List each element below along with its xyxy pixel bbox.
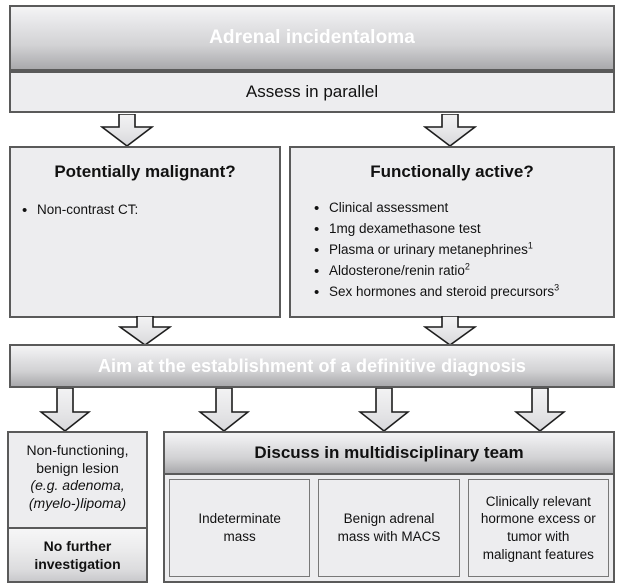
functionally-active-box: Functionally active? Clinical assessment… [289, 146, 615, 318]
no-further-investigation-line-1: No further [43, 538, 112, 554]
list-item: Non-contrast CT: [22, 199, 279, 222]
down-block-arrow-icon [39, 388, 91, 432]
functionally-active-bullet-list: Clinical assessment 1mg dexamethasone te… [291, 197, 613, 304]
down-block-arrow-icon [100, 114, 154, 147]
mdt-box: Discuss in multidisciplinary team Indete… [163, 431, 615, 583]
list-item: Plasma or urinary metanephrines1 [314, 239, 613, 262]
down-block-arrow-icon [423, 316, 477, 346]
no-further-investigation-panel: No further investigation [7, 527, 148, 583]
mdt-cell-line-2: hormone excess or [480, 511, 596, 527]
list-item: Clinical assessment [314, 197, 613, 220]
assess-in-parallel-bar: Assess in parallel [9, 71, 615, 113]
mdt-cell-hormone-excess: Clinically relevant hormone excess or tu… [467, 479, 609, 577]
outcome-line-2: benign lesion [36, 459, 119, 476]
mdt-header: Discuss in multidisciplinary team [165, 433, 613, 475]
outcome-line-1: Non-functioning, [26, 442, 129, 458]
mdt-cell-line-2: mass with MACS [337, 529, 441, 544]
mdt-cell-line-4: malignant features [482, 546, 594, 562]
list-item: Sex hormones and steroid precursors3 [314, 281, 613, 304]
potentially-malignant-heading: Potentially malignant? [54, 162, 236, 181]
outcome-line-3: (e.g. adenoma, [30, 477, 125, 493]
down-block-arrow-icon [118, 316, 172, 346]
list-item: Aldosterone/renin ratio2 [314, 260, 613, 283]
no-further-investigation-line-2: investigation [34, 556, 121, 573]
potentially-malignant-bullet-list: Non-contrast CT: [11, 199, 279, 222]
mdt-heading: Discuss in multidisciplinary team [254, 443, 524, 462]
aim-bar-label: Aim at the establishment of a definitive… [97, 355, 527, 376]
mdt-cell-indeterminate: Indeterminate mass [169, 479, 311, 577]
down-block-arrow-icon [514, 388, 566, 432]
mdt-cell-line-3: tumor with [507, 529, 570, 544]
down-block-arrow-icon [358, 388, 410, 432]
mdt-cell-line-1: Indeterminate [198, 511, 281, 527]
outcome-line-4: (myelo-)lipoma) [28, 494, 127, 511]
aim-bar: Aim at the establishment of a definitive… [9, 344, 615, 388]
assess-in-parallel-label: Assess in parallel [245, 82, 379, 102]
list-item: 1mg dexamethasone test [314, 218, 613, 241]
mdt-cell-line-1: Benign adrenal [343, 511, 435, 527]
title-box: Adrenal incidentaloma [9, 5, 615, 71]
down-block-arrow-icon [198, 388, 250, 432]
page-title: Adrenal incidentaloma [209, 27, 415, 48]
mdt-cell-line-1: Clinically relevant [485, 493, 591, 509]
functionally-active-heading: Functionally active? [370, 162, 534, 181]
potentially-malignant-box: Potentially malignant? Non-contrast CT: [9, 146, 281, 318]
mdt-cell-line-2: mass [223, 529, 256, 544]
mdt-cell-row: Indeterminate mass Benign adrenal mass w… [169, 479, 609, 577]
mdt-cell-benign-macs: Benign adrenal mass with MACS [318, 479, 460, 577]
down-block-arrow-icon [423, 114, 477, 147]
